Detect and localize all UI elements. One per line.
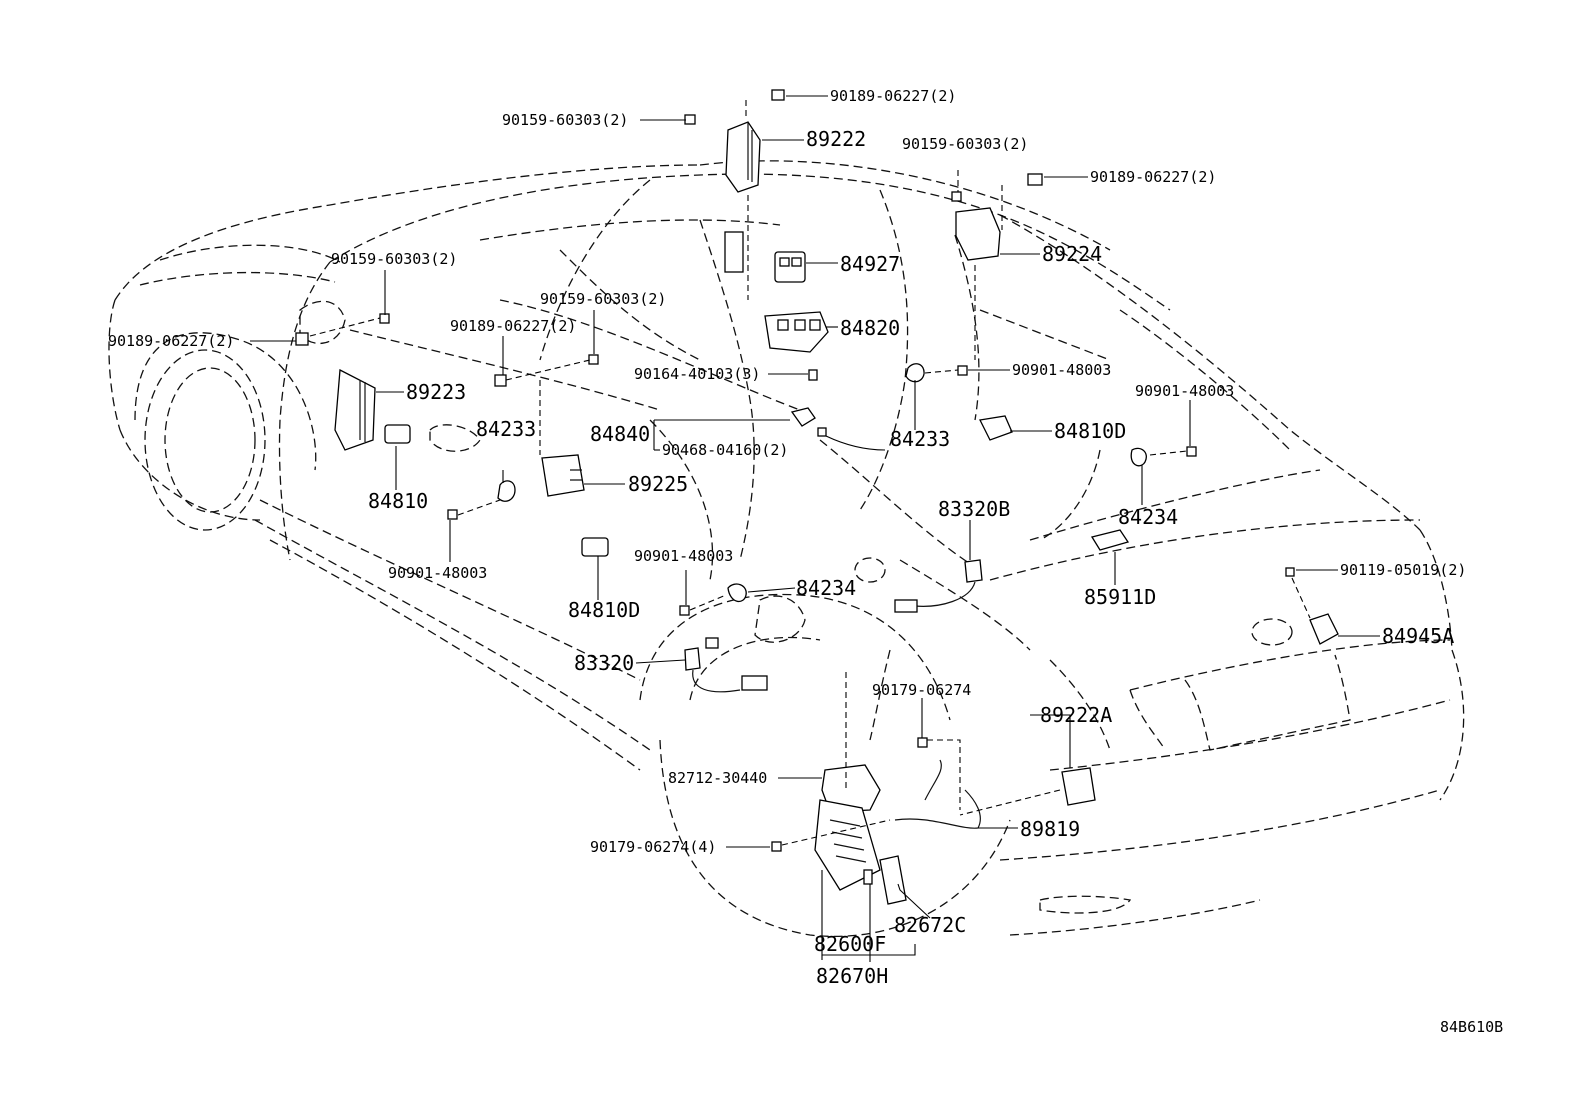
label-82670H[interactable]: 82670H	[816, 964, 888, 988]
label-90119-05019[interactable]: 90119-05019(2)	[1340, 561, 1466, 579]
label-83320B[interactable]: 83320B	[938, 497, 1010, 521]
label-90901-48003-b[interactable]: 90901-48003	[1135, 382, 1234, 400]
label-90159-60303-top[interactable]: 90159-60303(2)	[502, 111, 628, 129]
label-84810D-left[interactable]: 84810D	[568, 598, 640, 622]
label-90189-06227-left[interactable]: 90189-06227(2)	[108, 332, 234, 350]
car-body-outline	[108, 160, 1465, 937]
label-90179-06274[interactable]: 90179-06274	[872, 681, 971, 699]
label-89224[interactable]: 89224	[1042, 242, 1102, 266]
label-84820[interactable]: 84820	[840, 316, 900, 340]
label-89223[interactable]: 89223	[406, 380, 466, 404]
label-84945A[interactable]: 84945A	[1382, 624, 1454, 648]
label-82672C[interactable]: 82672C	[894, 913, 966, 937]
label-90159-60303-mid[interactable]: 90159-60303(2)	[540, 290, 666, 308]
label-90159-60303-left[interactable]: 90159-60303(2)	[331, 250, 457, 268]
label-90189-06227-top[interactable]: 90189-06227(2)	[830, 87, 956, 105]
label-90468-04160[interactable]: 90468-04160(2)	[662, 441, 788, 459]
leader-lines	[250, 95, 1380, 962]
label-89225[interactable]: 89225	[628, 472, 688, 496]
label-90179-06274-4[interactable]: 90179-06274(4)	[590, 838, 716, 856]
label-89819[interactable]: 89819	[1020, 817, 1080, 841]
components	[295, 89, 1339, 905]
label-84233-right[interactable]: 84233	[890, 427, 950, 451]
label-84233-left[interactable]: 84233	[476, 417, 536, 441]
label-82712-30440[interactable]: 82712-30440	[668, 769, 767, 787]
label-89222A[interactable]: 89222A	[1040, 703, 1112, 727]
label-83320[interactable]: 83320	[574, 651, 634, 675]
label-85911D[interactable]: 85911D	[1084, 585, 1156, 609]
label-90164-40103[interactable]: 90164-40103(3)	[634, 365, 760, 383]
label-90159-60303-right[interactable]: 90159-60303(2)	[902, 135, 1028, 153]
label-90901-48003-a[interactable]: 90901-48003	[1012, 361, 1111, 379]
diagram-code: 84B610B	[1440, 1018, 1503, 1036]
label-90189-06227-mid[interactable]: 90189-06227(2)	[450, 317, 576, 335]
label-82600F[interactable]: 82600F	[814, 932, 886, 956]
part-labels: 90189-06227(2) 90159-60303(2) 89222 9015…	[108, 87, 1503, 1036]
label-84234-left[interactable]: 84234	[796, 576, 856, 600]
label-84810D-right[interactable]: 84810D	[1054, 419, 1126, 443]
label-84234-right[interactable]: 84234	[1118, 505, 1178, 529]
label-89222[interactable]: 89222	[806, 127, 866, 151]
label-90901-48003-d[interactable]: 90901-48003	[388, 564, 487, 582]
label-84810[interactable]: 84810	[368, 489, 428, 513]
label-84927[interactable]: 84927	[840, 252, 900, 276]
label-90189-06227-right[interactable]: 90189-06227(2)	[1090, 168, 1216, 186]
label-84840[interactable]: 84840	[590, 422, 650, 446]
label-90901-48003-c[interactable]: 90901-48003	[634, 547, 733, 565]
